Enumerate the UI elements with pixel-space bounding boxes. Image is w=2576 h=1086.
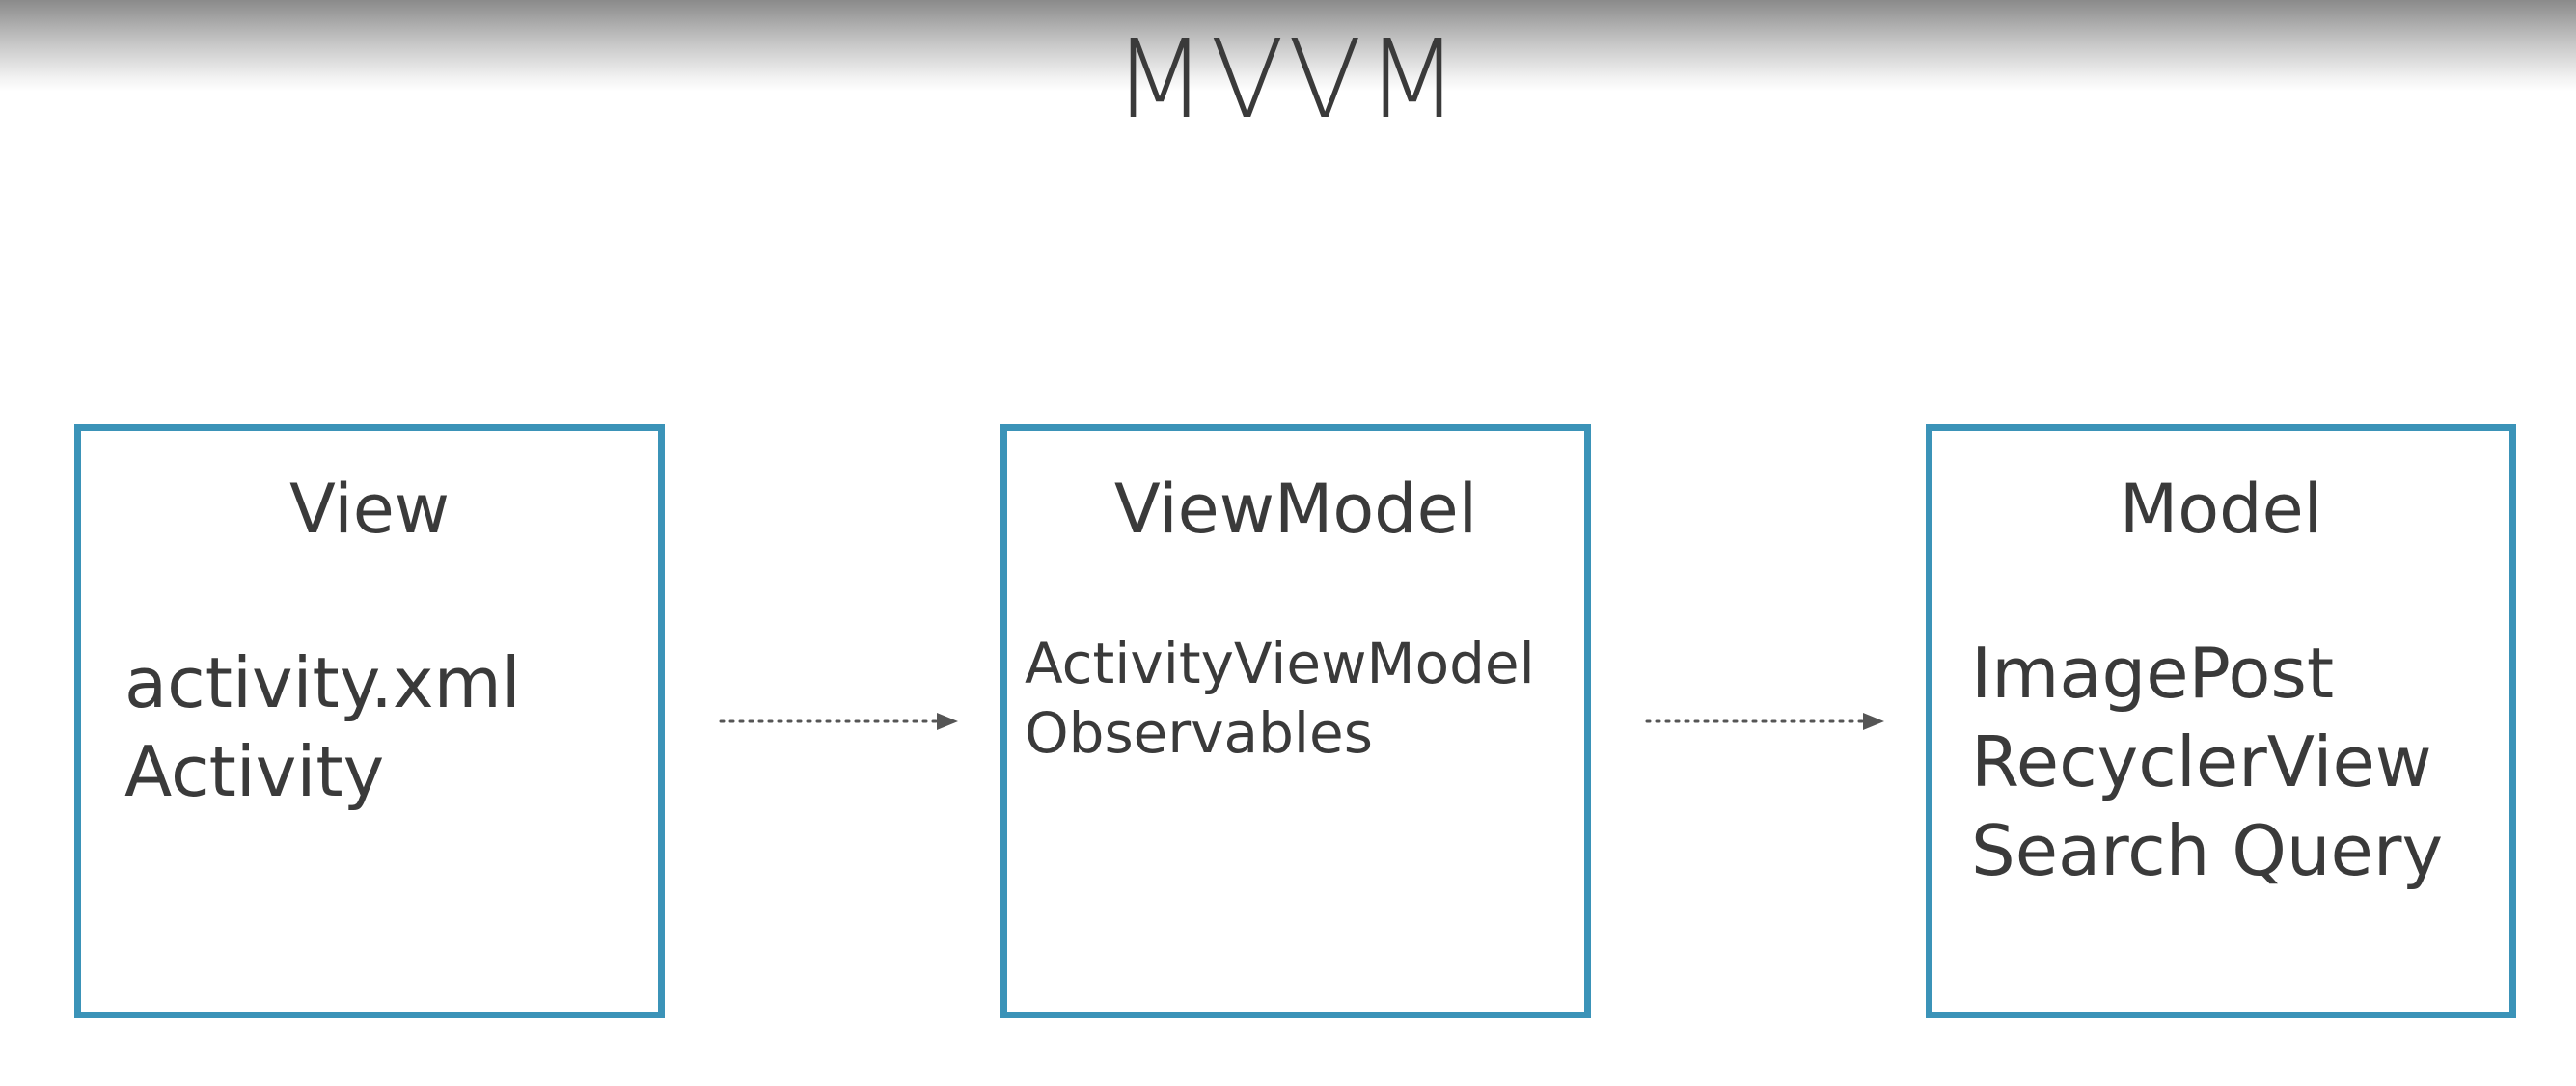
model-item-recyclerview: RecyclerView <box>1971 721 2432 802</box>
top-gradient-band <box>0 0 2576 92</box>
connector-arrow-view-to-viewmodel <box>719 713 958 730</box>
model-item-imagepost: ImagePost <box>1971 633 2335 714</box>
diagram-title: MVVM <box>1112 17 1464 143</box>
viewmodel-box-items: ActivityViewModel Observables <box>1025 629 1535 768</box>
model-box-items: ImagePost RecyclerView Search Query <box>1971 629 2443 895</box>
model-box-title: Model <box>2119 470 2323 549</box>
viewmodel-box: ViewModel ActivityViewModel Observables <box>1000 424 1591 1018</box>
view-item-activity: Activity <box>124 731 385 812</box>
view-box-title: View <box>288 470 451 549</box>
viewmodel-item-activityviewmodel: ActivityViewModel <box>1025 631 1535 696</box>
viewmodel-item-observables: Observables <box>1025 700 1373 766</box>
view-box: View activity.xml Activity <box>74 424 665 1018</box>
model-item-search-query: Search Query <box>1971 810 2444 891</box>
view-item-activity-xml: activity.xml <box>124 642 521 723</box>
view-box-items: activity.xml Activity <box>124 638 521 816</box>
viewmodel-box-title: ViewModel <box>1113 470 1478 549</box>
model-box: Model ImagePost RecyclerView Search Quer… <box>1926 424 2516 1018</box>
connector-arrow-viewmodel-to-model <box>1645 713 1884 730</box>
